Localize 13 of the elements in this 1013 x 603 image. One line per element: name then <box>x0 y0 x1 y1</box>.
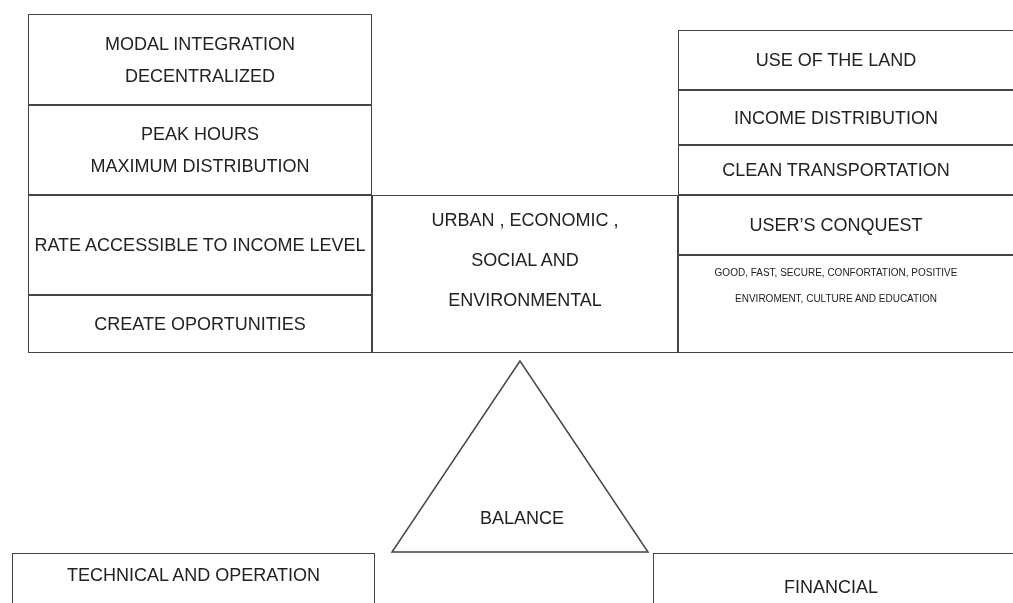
table-cell: TECHNICAL AND OPERATION <box>12 553 375 603</box>
table-cell: MODAL INTEGRATION DECENTRALIZED <box>28 14 372 105</box>
table-cell: USE OF THE LAND <box>678 30 1013 90</box>
table-cell: USER’S CONQUEST <box>678 195 1013 255</box>
table-cell: GOOD, FAST, SECURE, CONFORTATION, POSITIVE ENVIROMENT, CULTURE AND EDUCATION <box>678 255 1013 353</box>
triangle-label: BALANCE <box>480 507 565 530</box>
table-cell: FINANCIAL <box>653 553 1013 603</box>
table-cell: CLEAN TRANSPORTATION <box>678 145 1013 195</box>
table-cell: URBAN , ECONOMIC , SOCIAL AND ENVIRONMENTAL <box>372 195 678 353</box>
table-cell: PEAK HOURS MAXIMUM DISTRIBUTION <box>28 105 372 195</box>
table-cell: RATE ACCESSIBLE TO INCOME LEVEL <box>28 195 372 295</box>
table-cell: INCOME DISTRIBUTION <box>678 90 1013 145</box>
table-cell: CREATE OPORTUNITIES <box>28 295 372 353</box>
